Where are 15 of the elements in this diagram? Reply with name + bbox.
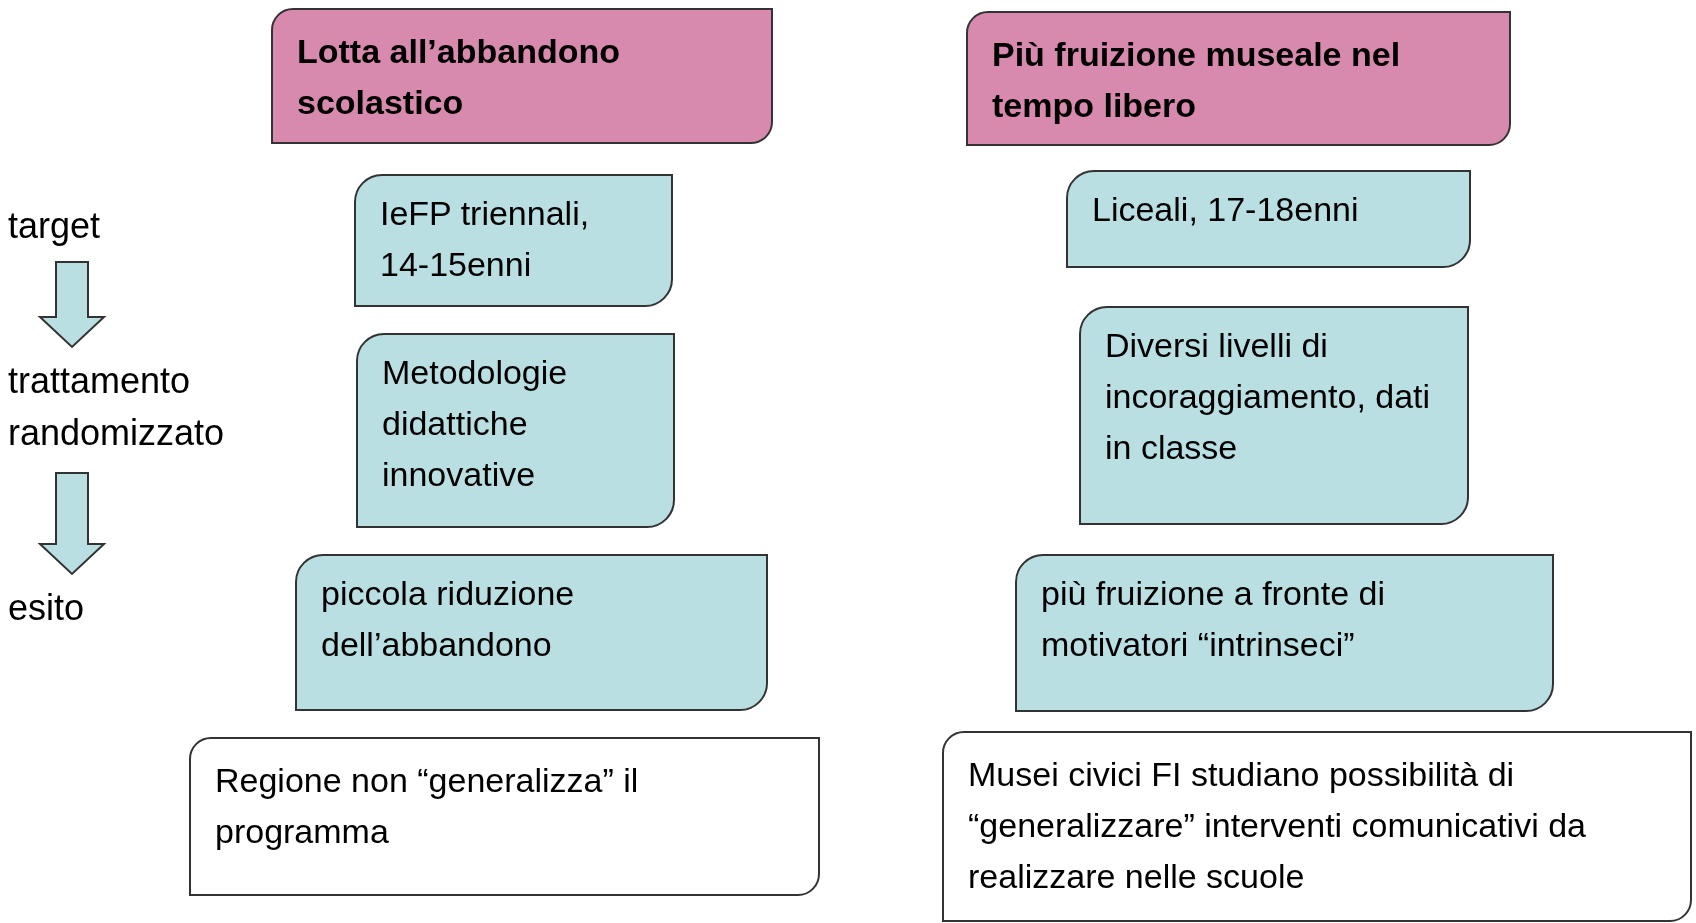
- block-arrow: [37, 472, 107, 576]
- stage-label: trattamento randomizzato: [8, 355, 253, 465]
- process-box: Diversi livelli di incoraggiamento, dati in classe: [1079, 306, 1469, 525]
- process-box: più fruizione a fronte di motivatori “intrinseci”: [1015, 554, 1554, 712]
- process-box: Liceali, 17-18enni: [1066, 170, 1471, 268]
- stage-label: esito: [8, 582, 138, 636]
- header-box: Più fruizione museale nel tempo libero: [966, 11, 1511, 146]
- note-box: Musei civici FI studiano possibilità di “generalizzare” interventi comunicativi da realizzare nelle scuole: [942, 731, 1692, 922]
- stage-label: target: [8, 200, 138, 254]
- process-box: piccola riduzione dell’abbandono: [295, 554, 768, 711]
- process-box: Metodologie didattiche innovative: [356, 333, 675, 528]
- block-arrow: [37, 261, 107, 349]
- note-box: Regione non “generalizza” il programma: [189, 737, 820, 896]
- process-box: IeFP triennali, 14-15enni: [354, 174, 673, 307]
- header-box: Lotta all’abbandono scolastico: [271, 8, 773, 144]
